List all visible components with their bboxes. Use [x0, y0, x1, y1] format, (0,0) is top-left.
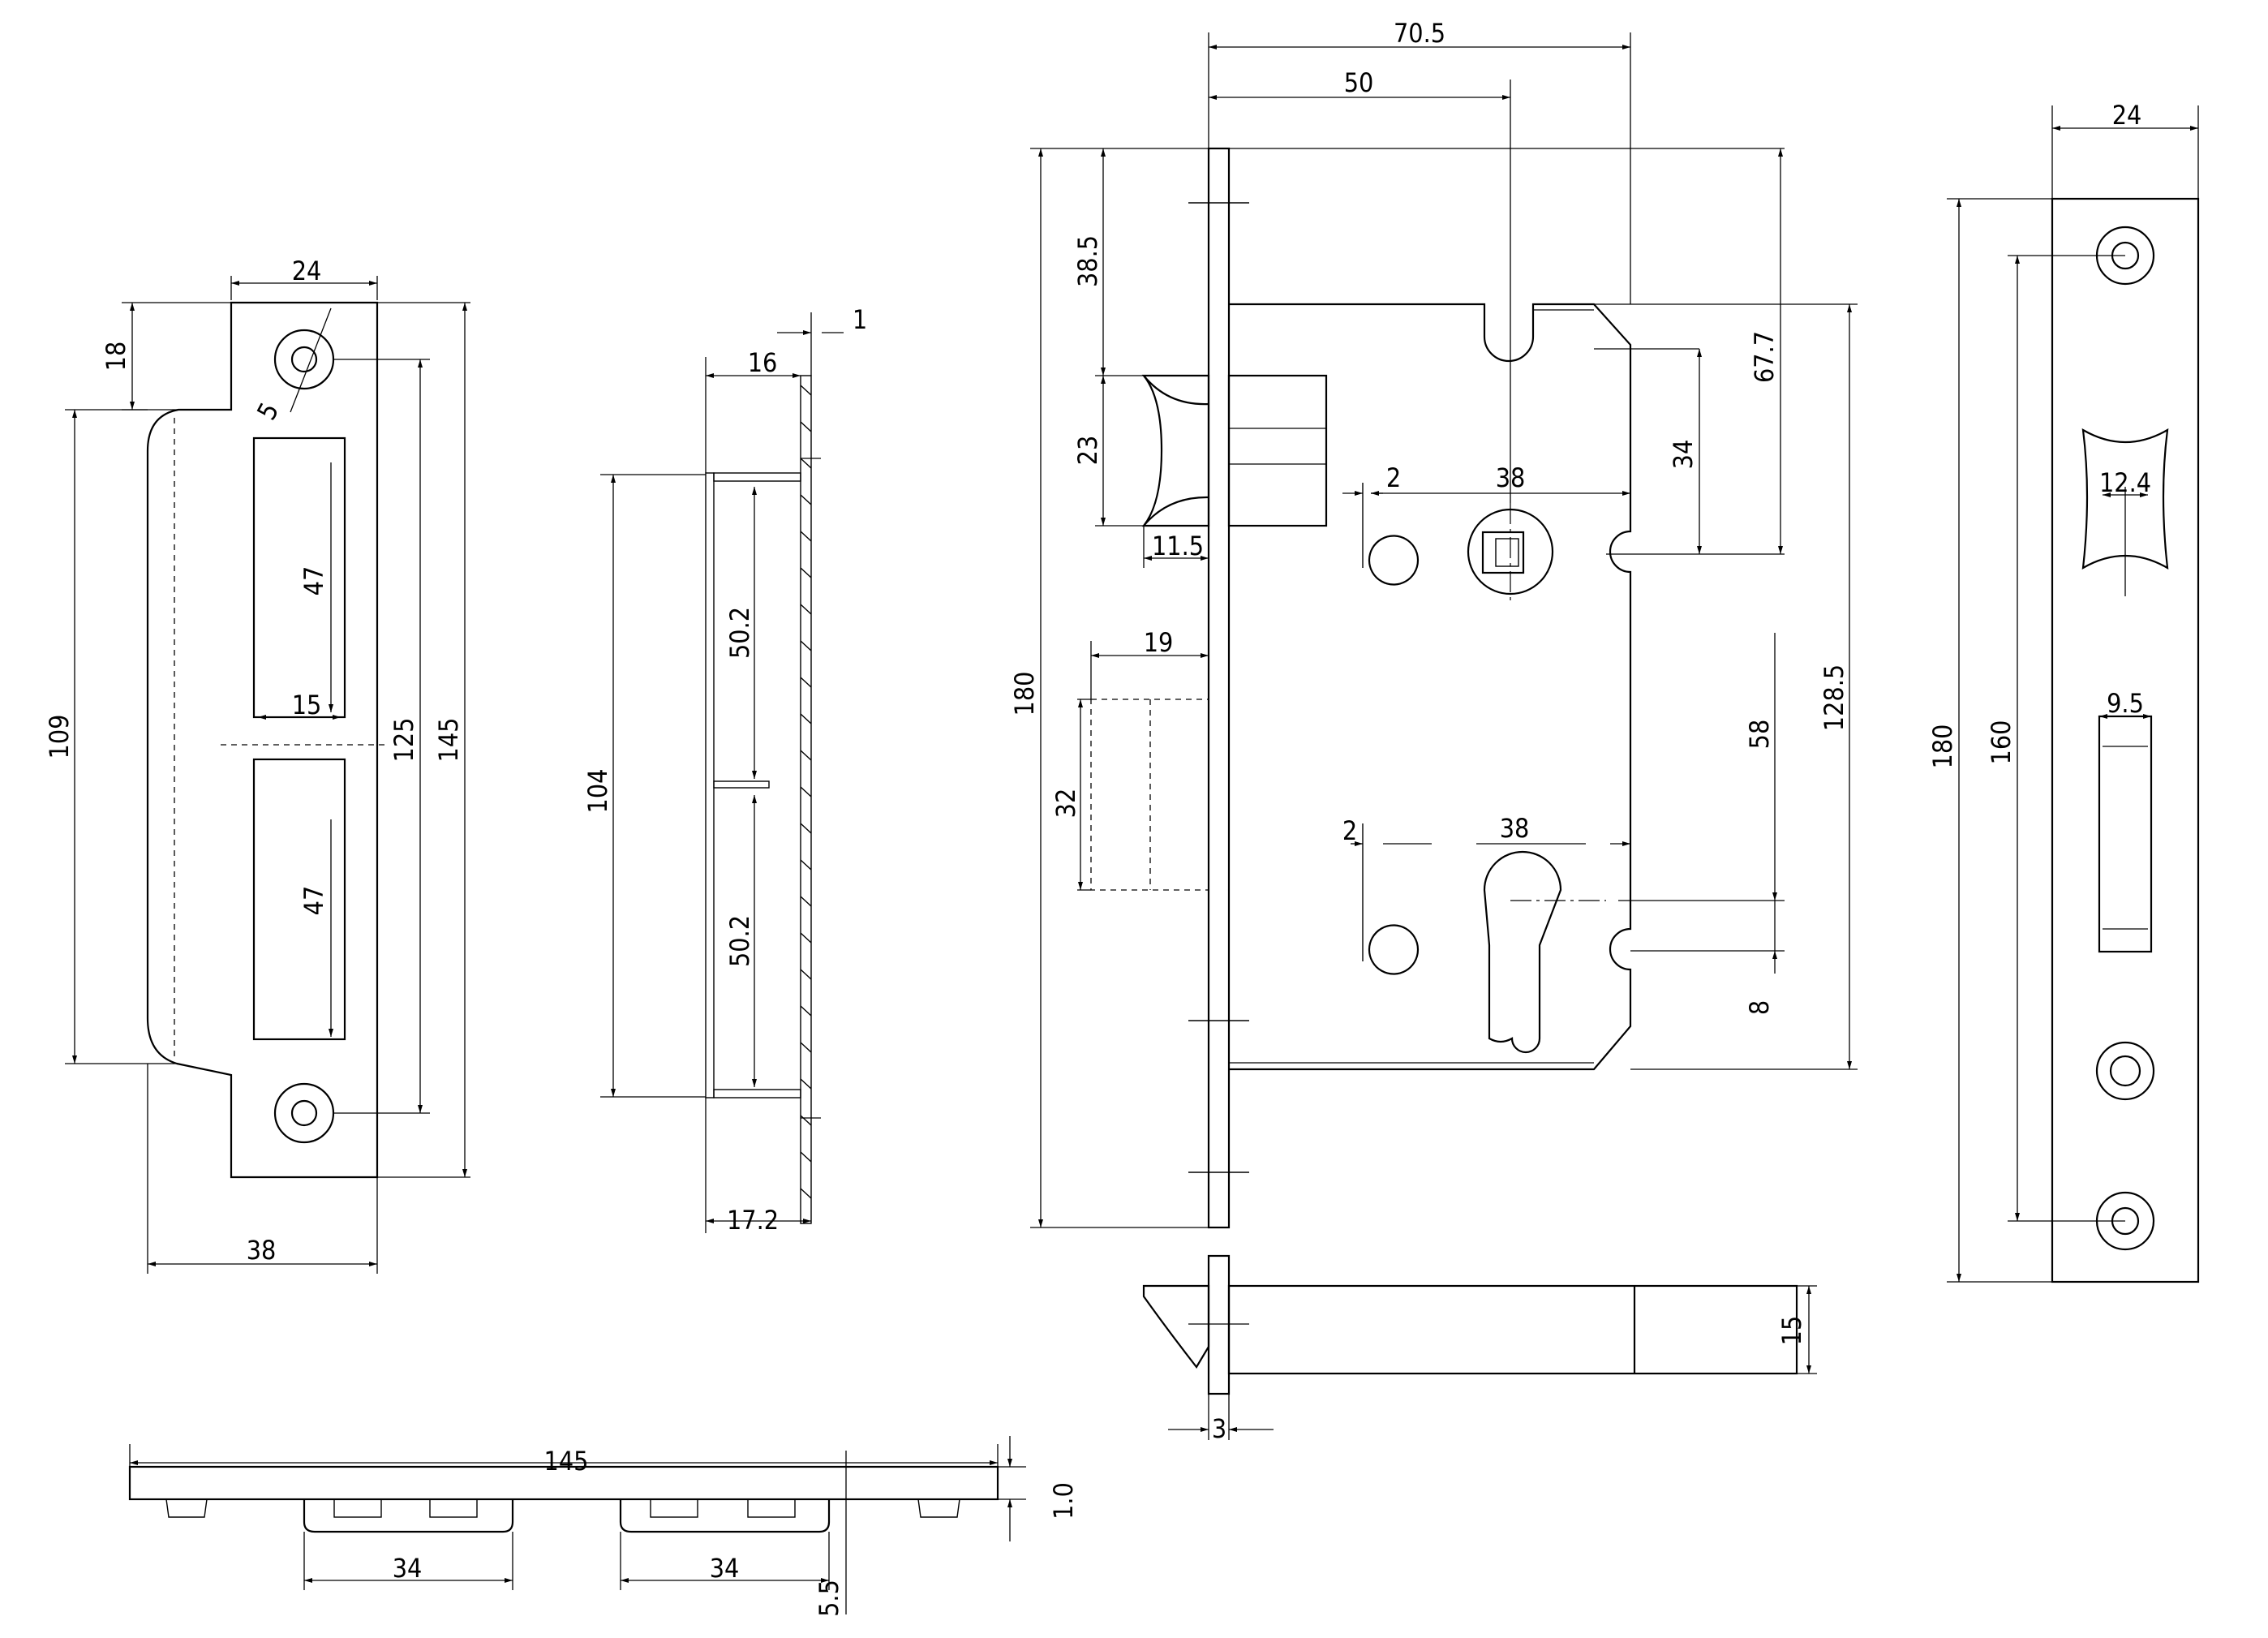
dim-strike-top-offset: 18 — [101, 342, 131, 372]
dim-strike-side-half-bottom: 50.2 — [724, 915, 755, 967]
dim-strike-bottom-length: 145 — [544, 1446, 589, 1477]
dim-faceplate-width: 24 — [2112, 100, 2142, 131]
dim-lock-spindle-center-top: 38 — [1496, 462, 1526, 493]
lock-body-side-view: 70.5 50 180 38.5 23 11.5 19 32 2 38 2 38… — [1009, 18, 1858, 1229]
faceplate-bolt-opening — [2098, 715, 2153, 953]
dim-lock-gap-top: 2 — [1386, 462, 1401, 493]
dim-strike-pocket-right: 34 — [710, 1553, 740, 1584]
dim-strike-side-depth: 16 — [748, 347, 778, 378]
dim-opening-width: 15 — [292, 690, 322, 720]
dim-lock-case-depth: 15 — [1776, 1316, 1807, 1346]
dim-strike-side-height: 104 — [582, 769, 613, 814]
strike-plate-front-view: 24 18 5 47 47 15 109 125 145 38 — [44, 256, 470, 1274]
dim-strike-hole-spacing: 125 — [389, 718, 419, 763]
dim-lock-bolt-projection: 19 — [1144, 627, 1174, 658]
dim-faceplate-hole-spacing: 160 — [1986, 720, 2017, 765]
dim-strike-side-total-depth: 17.2 — [727, 1205, 779, 1236]
dim-opening-length-top: 47 — [299, 566, 329, 596]
strike-plate-bottom-view: 145 34 34 1.0 5.5 — [128, 1436, 1079, 1617]
dim-lock-latch-projection: 11.5 — [1152, 531, 1204, 561]
dim-strike-pocket-left: 34 — [393, 1553, 423, 1584]
dim-lock-lower-offset: 8 — [1744, 1000, 1775, 1015]
faceplate-front-view: 24 180 160 12.4 9.5 — [1927, 100, 2200, 1283]
dim-strike-bottom-thickness: 1.0 — [1048, 1482, 1079, 1520]
screw-hole-bottom — [273, 1082, 335, 1144]
dim-strike-width-top: 24 — [292, 256, 322, 286]
dim-lock-height: 180 — [1009, 672, 1040, 716]
screw-hole-top — [273, 329, 335, 390]
dim-screw-hole: 5 — [251, 398, 285, 425]
dim-strike-side-half-top: 50.2 — [724, 607, 755, 659]
dim-lock-backset: 50 — [1344, 67, 1374, 98]
dim-lock-center-distance: 58 — [1744, 720, 1775, 750]
dim-lock-width-total: 70.5 — [1394, 18, 1445, 49]
dim-lock-case-height: 128.5 — [1819, 664, 1849, 731]
dim-strike-bottom-offset: 5.5 — [814, 1580, 844, 1617]
dim-strike-width: 38 — [247, 1235, 277, 1266]
faceplate-latch-opening — [2081, 428, 2169, 570]
dim-strike-height: 145 — [433, 718, 464, 763]
dim-lock-cylinder-center: 38 — [1500, 813, 1530, 844]
dim-lock-upper-distance: 67.7 — [1749, 331, 1780, 383]
dim-faceplate-bolt-width: 9.5 — [2107, 688, 2144, 719]
dim-lock-faceplate-thickness: 3 — [1212, 1413, 1226, 1444]
dim-lock-gap-bottom: 2 — [1342, 815, 1357, 846]
dim-opening-length-bottom: 47 — [299, 886, 329, 916]
dim-faceplate-latch-width: 12.4 — [2099, 467, 2151, 498]
dim-lock-latch-height: 23 — [1072, 436, 1103, 466]
dim-lock-latch-offset: 38.5 — [1072, 235, 1103, 287]
strike-plate-side-view: 104 50.2 50.2 16 1 17.2 — [582, 304, 867, 1236]
dim-lock-bolt-height: 32 — [1050, 789, 1081, 819]
dim-faceplate-height: 180 — [1927, 724, 1958, 769]
dim-strike-side-thickness: 1 — [853, 304, 867, 335]
faceplate-hole-middle — [2095, 1041, 2155, 1101]
lock-body-bottom-view: 15 3 — [1142, 1254, 1817, 1444]
dim-lock-spindle-offset: 34 — [1668, 440, 1699, 470]
dim-strike-inner-height: 109 — [44, 715, 75, 759]
